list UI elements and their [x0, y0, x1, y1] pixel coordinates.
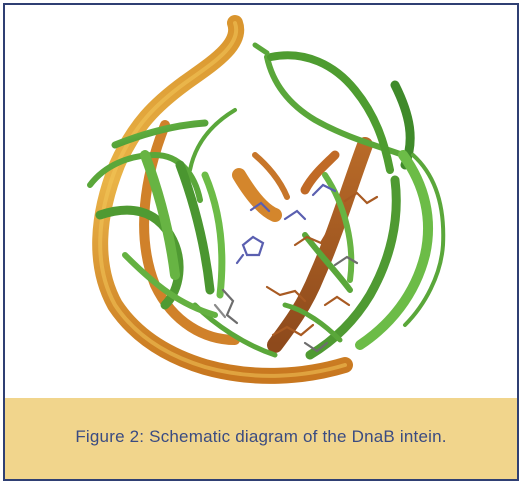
figure-caption-bar: Figure 2: Schematic diagram of the DnaB …: [5, 398, 517, 479]
figure-frame: Figure 2: Schematic diagram of the DnaB …: [3, 3, 519, 481]
orange-strand-left: [100, 23, 345, 376]
protein-ribbon-diagram: [5, 5, 517, 398]
figure-image: [5, 5, 517, 398]
figure-caption: Figure 2: Schematic diagram of the DnaB …: [75, 427, 446, 447]
